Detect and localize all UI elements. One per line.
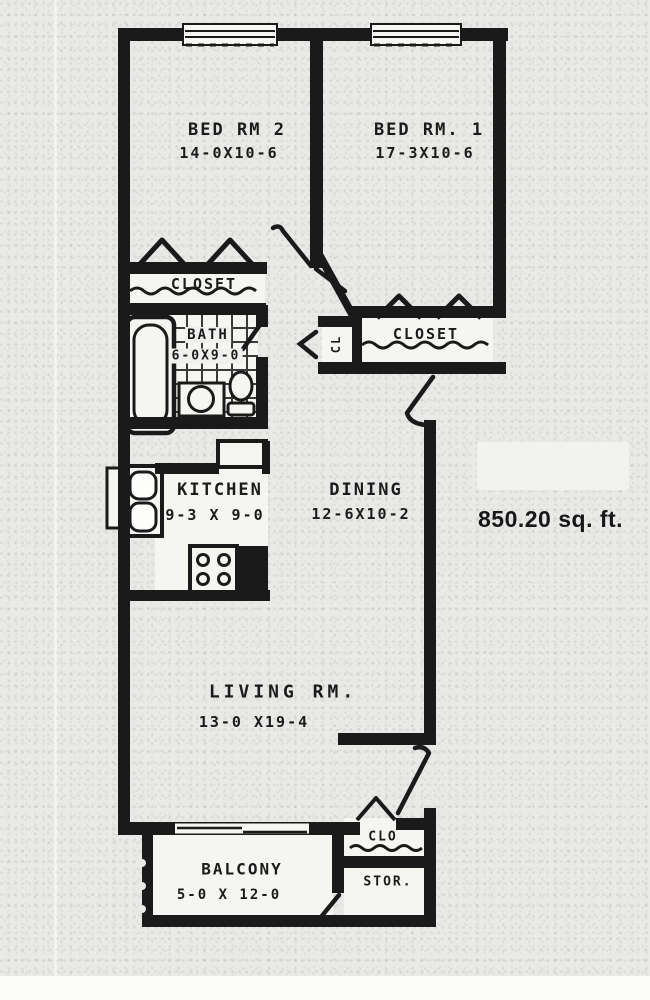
closet-right-label: CLOSET: [392, 325, 460, 343]
balcony-sliding-door: [175, 823, 309, 834]
bed2-dims: 14-0X10-6: [179, 144, 279, 162]
stor-label: STOR.: [363, 874, 413, 890]
dining-dims: 12-6X10-2: [311, 505, 411, 523]
kitchen-sink: [105, 464, 164, 538]
whiteout-patch: [477, 442, 629, 490]
bath-dims: 6-0X9-0: [169, 348, 243, 364]
bed1-door: [313, 266, 348, 294]
cl-door: [296, 329, 319, 360]
window: [182, 23, 278, 47]
bathtub: [124, 314, 177, 436]
closet-left-label: CLOSET: [170, 275, 238, 293]
toilet: [177, 381, 226, 418]
living-label: LIVING RM.: [208, 681, 358, 703]
clo-label: CLO: [368, 829, 398, 845]
balcony-label: BALCONY: [201, 859, 283, 879]
balcony-railing-notches: [138, 859, 146, 913]
balcony-dims: 5-0 X 12-0: [176, 887, 282, 903]
balcony-storage-door: [318, 892, 342, 920]
closet-rods: [129, 286, 489, 852]
bed1-label: BED RM. 1: [373, 120, 485, 140]
bed1-dims: 17-3X10-6: [375, 144, 475, 162]
paper-crease: [54, 0, 57, 976]
area-note: 850.20 sq. ft.: [478, 506, 624, 532]
kitchen-dims: 9-3 X 9-0: [165, 506, 265, 524]
door-swings: [240, 224, 436, 920]
bath-label: BATH: [185, 327, 231, 343]
kitchen-pass-through-counter: [216, 439, 268, 469]
entry-door: [395, 744, 432, 816]
scan-edge-strip: [0, 976, 650, 1000]
bed2-door: [270, 224, 314, 269]
window: [370, 23, 462, 47]
dining-hall-door: [404, 374, 436, 428]
kitchen-label: KITCHEN: [177, 480, 263, 500]
living-dims: 13-0 X19-4: [198, 713, 310, 731]
bed2-label: BED RM 2: [188, 120, 286, 140]
stove: [188, 544, 239, 594]
dining-label: DINING: [329, 480, 403, 500]
bath-door: [240, 319, 265, 352]
closet-hanger-symbols: [138, 237, 483, 822]
cl-label: CL: [329, 334, 343, 354]
bath-sink: [226, 370, 256, 417]
